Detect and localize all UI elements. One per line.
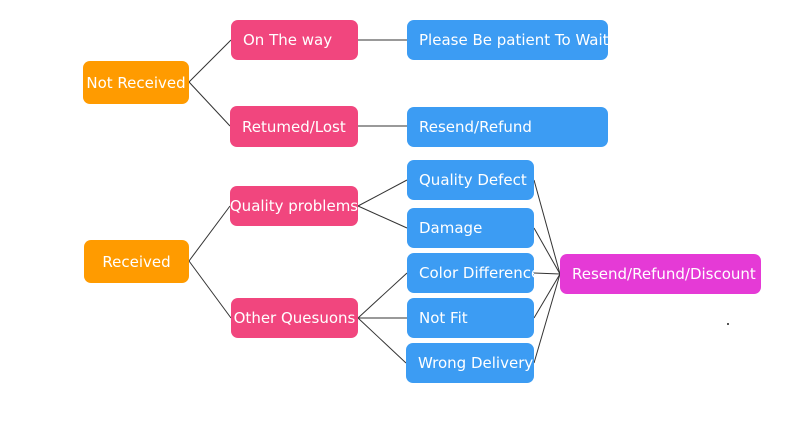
connector-wrong-final — [533, 273, 561, 364]
connector-received-other — [188, 260, 232, 319]
connector-not-received-returned — [188, 81, 231, 127]
node-other-questions: Other Quesuons — [231, 298, 358, 338]
node-quality-defect: Quality Defect — [407, 160, 534, 200]
node-resend-refund: Resend/Refund — [407, 107, 608, 147]
node-received: Received — [84, 240, 189, 283]
connector-damage-final — [533, 227, 561, 275]
connector-not-received-on-the-way — [188, 39, 232, 83]
connector-quality-damage — [357, 205, 408, 229]
node-not-fit: Not Fit — [407, 298, 534, 338]
connector-defect-final — [533, 179, 561, 275]
node-damage: Damage — [407, 208, 534, 248]
connector-other-wrong — [357, 317, 407, 364]
node-wrong-delivery: Wrong Delivery — [406, 343, 534, 383]
connector-quality-defect — [357, 179, 408, 207]
node-returned-lost: Retumed/Lost — [230, 106, 358, 147]
connector-other-color — [357, 272, 408, 319]
connector-color-final — [533, 272, 561, 275]
connector-received-quality — [188, 205, 231, 262]
stray-dot — [727, 323, 729, 325]
node-not-received: Not Received — [83, 61, 189, 104]
node-please-wait: Please Be patient To Wait — [407, 20, 608, 60]
node-color-difference: Color Difference — [407, 253, 534, 293]
node-quality-problems: Quality problems — [230, 186, 358, 226]
node-resend-refund-discount: Resend/Refund/Discount — [560, 254, 761, 294]
node-on-the-way: On The way — [231, 20, 358, 60]
connector-notfit-final — [533, 273, 561, 319]
